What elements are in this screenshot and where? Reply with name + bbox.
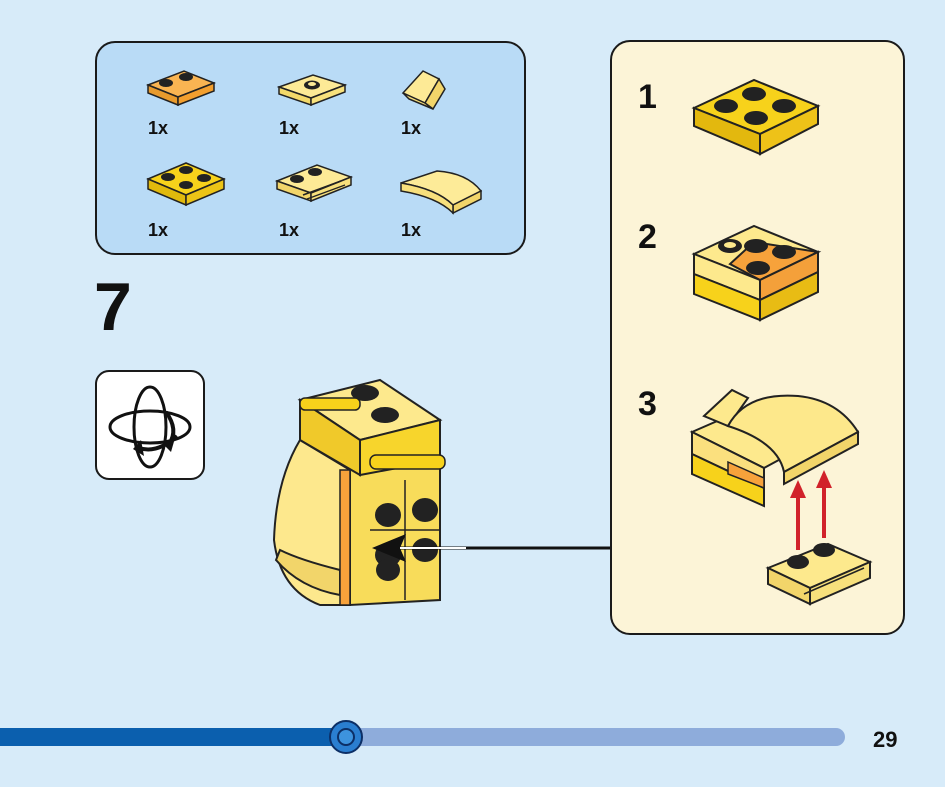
part-orange-plate-icon (144, 65, 254, 155)
progress-knob (329, 720, 364, 754)
part-rail-plate-icon (275, 155, 385, 245)
part-slope-wedge-icon (399, 63, 509, 153)
substep-2-illustration (691, 224, 822, 322)
substep-number: 1 (638, 78, 657, 116)
substep-1-illustration (691, 78, 821, 156)
page-number: 29 (873, 727, 898, 752)
substep-3-illustration (689, 388, 873, 606)
step-number: 7 (94, 269, 132, 345)
part-qty: 1x (279, 220, 300, 240)
substep-number: 2 (638, 218, 657, 256)
part-qty: 1x (148, 118, 169, 138)
part-center-stud-plate-icon (277, 65, 387, 155)
instruction-progress-bar (0, 720, 845, 754)
parts-list-panel: 1x 1x 1x 1x (95, 41, 526, 255)
progress-fill (0, 728, 347, 746)
rotate-model-icon (95, 370, 205, 480)
sub-assembly-callout: 1 2 3 (610, 40, 905, 635)
part-qty: 1x (279, 118, 300, 138)
callout-pointer-arrow (372, 534, 612, 562)
substep-number: 3 (638, 385, 657, 423)
part-qty: 1x (401, 220, 422, 240)
part-curved-slope-icon (397, 163, 507, 253)
part-qty: 1x (148, 220, 169, 240)
part-yellow-plate-icon (144, 155, 254, 245)
assembled-model-illustration (260, 360, 510, 625)
part-qty: 1x (401, 118, 422, 138)
